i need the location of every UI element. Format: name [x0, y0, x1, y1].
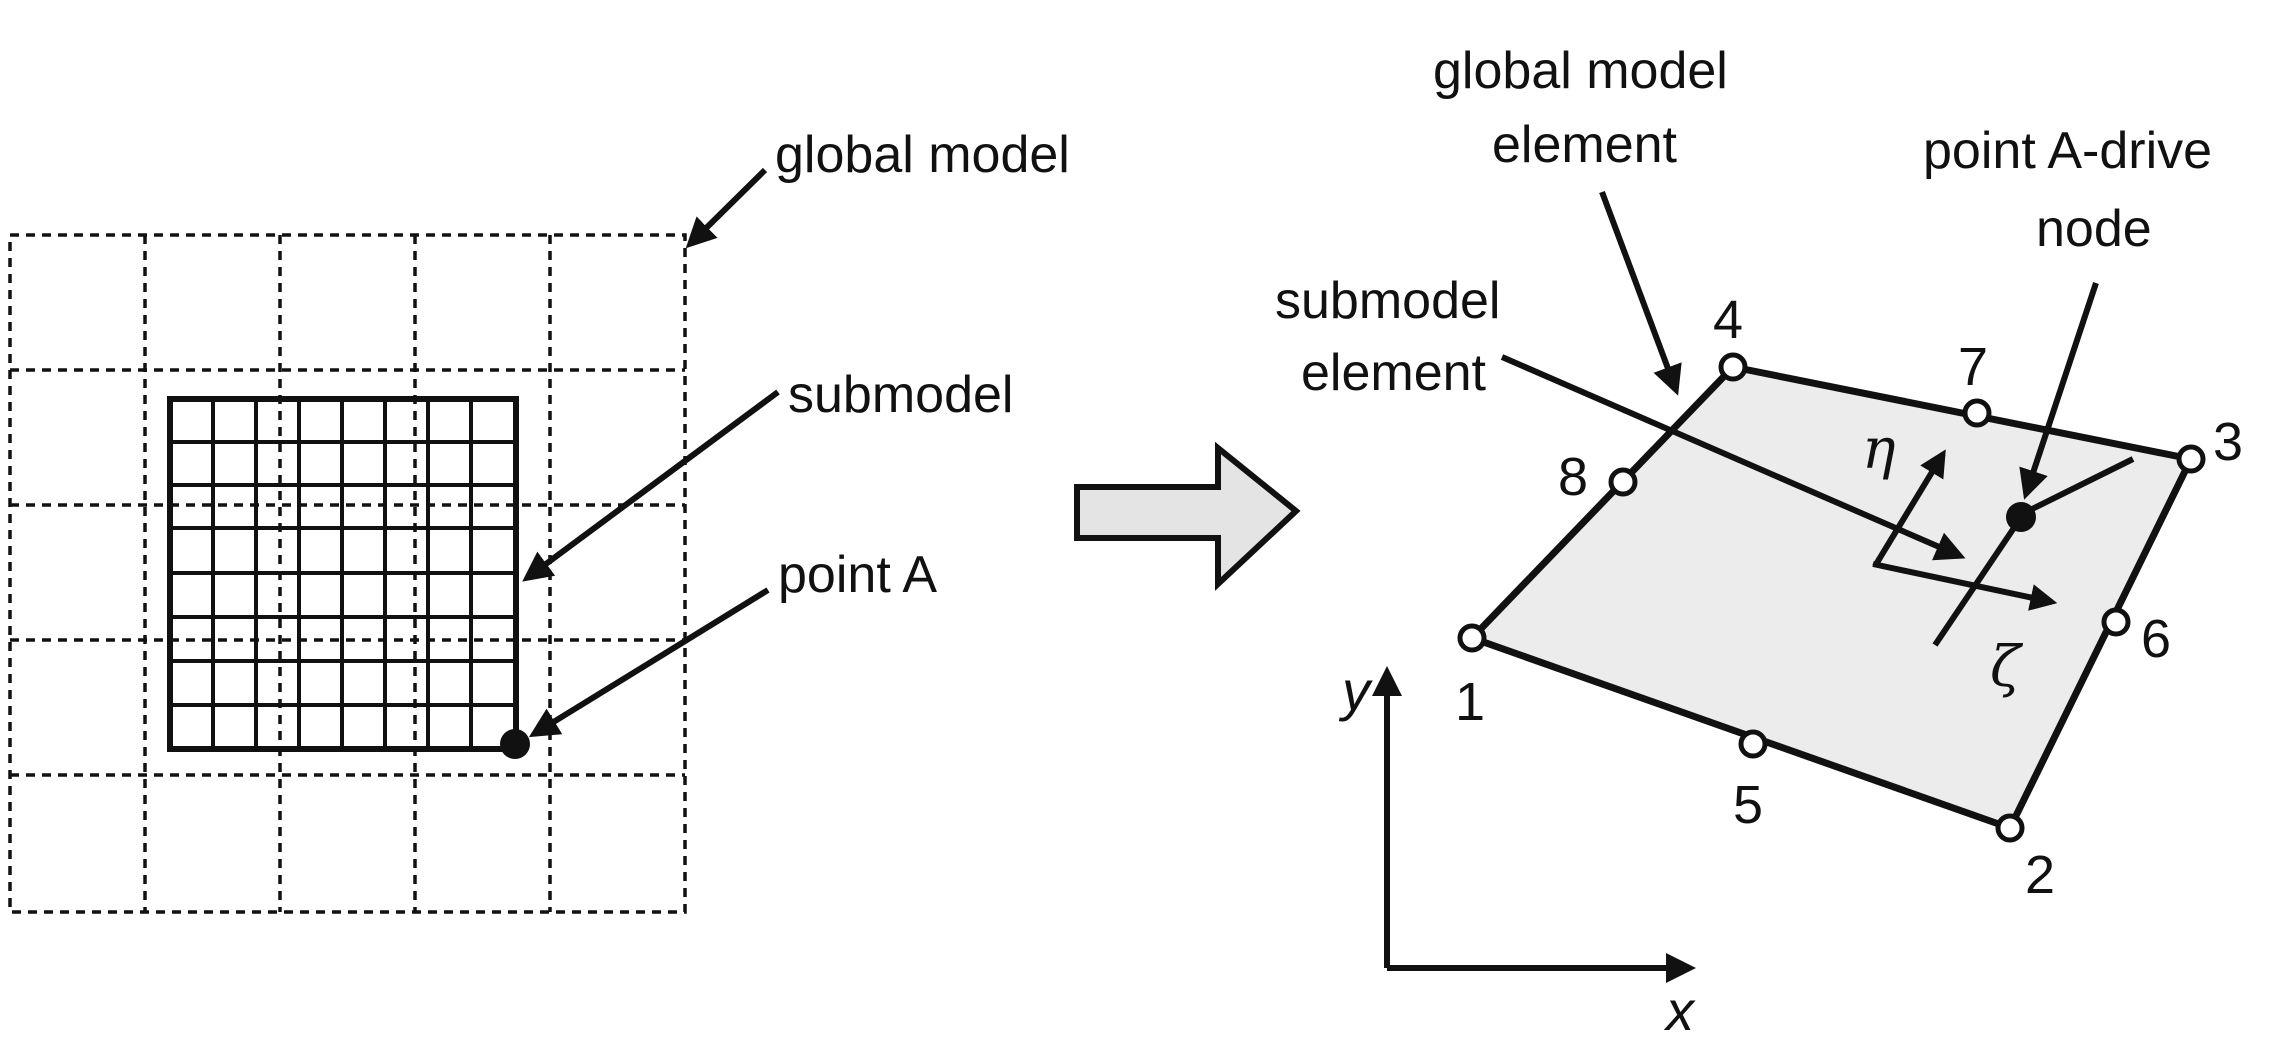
node-8 [1608, 467, 1638, 497]
node-7-label: 7 [1958, 337, 1988, 397]
submodel-arrow [522, 389, 780, 582]
global-model-element-label-2: element [1492, 116, 1678, 174]
zeta-label: ζ [1990, 635, 2024, 700]
point-a-drive-label-2: node [2036, 200, 2152, 258]
submodel-element-arrow [1500, 354, 1966, 561]
node-4 [1718, 352, 1748, 382]
node-5 [1738, 729, 1768, 759]
global-model-element-label-1: global model [1433, 42, 1728, 100]
drive-node-line-upper [2022, 456, 2135, 516]
node-7 [1962, 398, 1992, 428]
global-model-element [1468, 363, 2195, 832]
node-8-label: 8 [1558, 447, 1588, 507]
submodel-element-label-1: submodel [1275, 272, 1500, 330]
node-2 [1995, 813, 2025, 843]
point-a-drive-arrow [2019, 282, 2099, 500]
submodel-element-label-2: element [1301, 344, 1487, 402]
node-1-label: 1 [1455, 672, 1485, 732]
point-a-label: point A [778, 546, 937, 604]
node-3 [2176, 444, 2206, 474]
point-a-arrow [528, 587, 770, 738]
node-1 [1457, 623, 1487, 653]
eta-axis [1872, 449, 1946, 568]
node-6 [2101, 607, 2131, 637]
drive-node-line [1932, 511, 2027, 647]
zeta-axis [1872, 561, 2058, 611]
node-6-label: 6 [2141, 609, 2171, 669]
node-3-label: 3 [2213, 412, 2243, 472]
global-model-arrow [685, 167, 768, 249]
point-a-marker [500, 729, 530, 759]
submodel-label: submodel [788, 366, 1013, 424]
point-a-drive-node [2006, 502, 2036, 532]
node-4-label: 4 [1713, 290, 1743, 350]
x-axis-label: x [1663, 979, 1696, 1042]
node-5-label: 5 [1733, 775, 1763, 835]
transition-arrow [1074, 441, 1301, 591]
eta-label: η [1862, 417, 1896, 482]
global-model-element-arrow [1599, 190, 1682, 396]
node-2-label: 2 [2025, 845, 2055, 905]
submodel-grid [167, 396, 519, 752]
y-axis-label: y [1338, 659, 1373, 722]
global-model-label: global model [775, 126, 1070, 184]
point-a-drive-label-1: point A-drive [1923, 122, 2212, 180]
